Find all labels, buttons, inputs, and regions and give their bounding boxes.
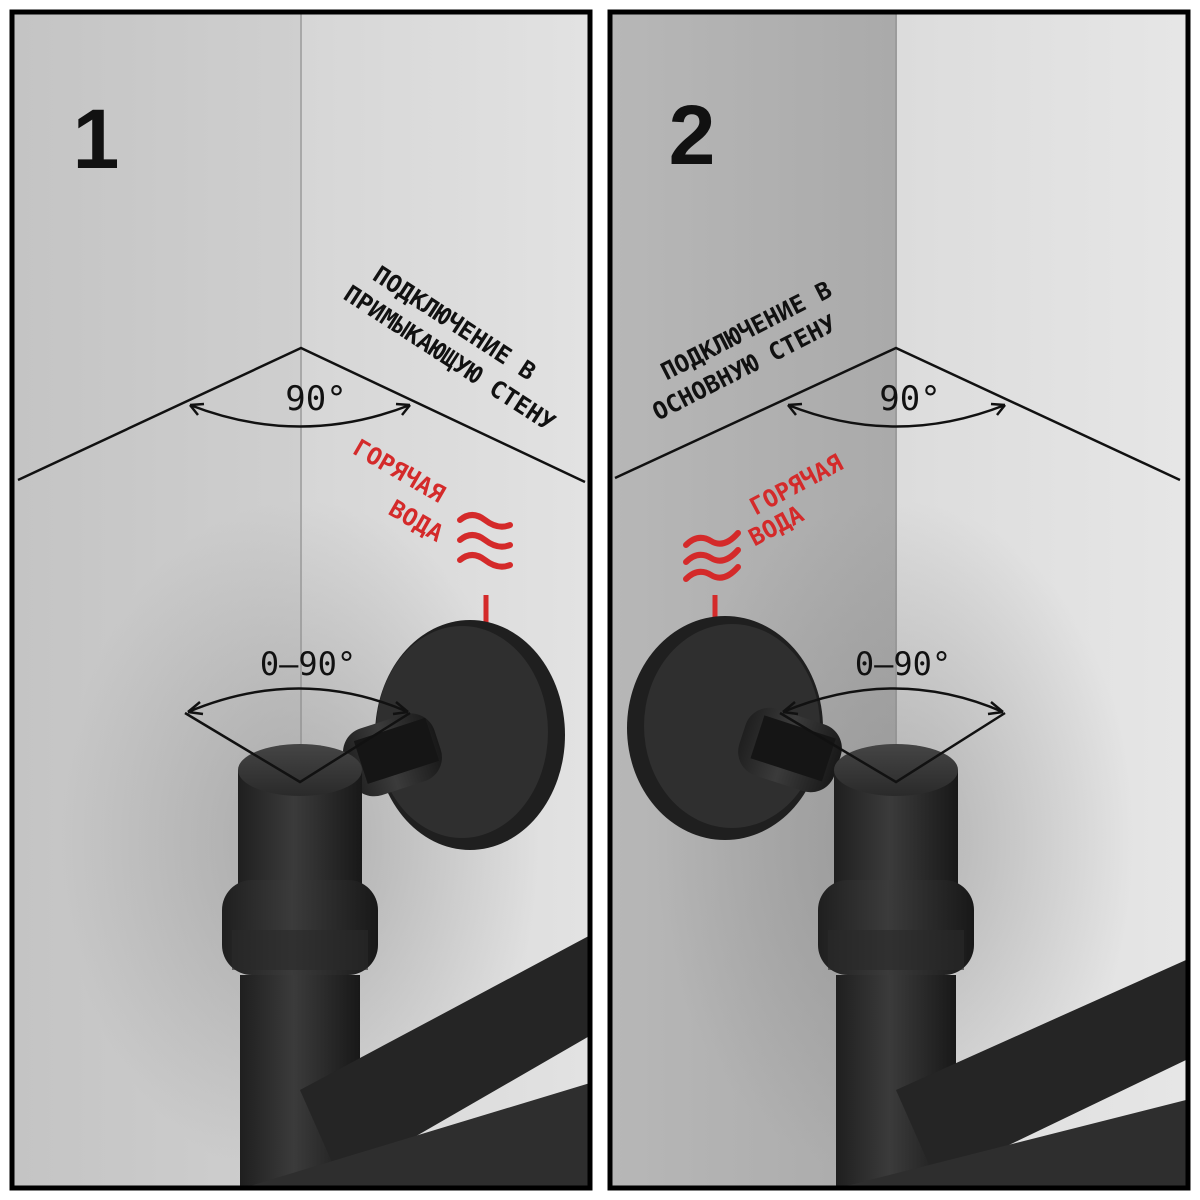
panel-2: 90° ПОДКЛЮЧЕНИЕ В ОСНОВНУЮ СТЕНУ ГОРЯЧАЯ… — [612, 14, 1186, 1186]
angle-valve-fitting — [222, 620, 588, 1186]
corner-angle-icon — [17, 346, 586, 484]
panel-2-frame — [607, 9, 1191, 1191]
rotation-range-label: 0–90° — [260, 645, 356, 683]
corner-angle-label: 90° — [879, 379, 940, 419]
heat-waves-icon — [683, 530, 741, 582]
rotation-arc-icon — [779, 687, 1006, 784]
rotation-arc-icon — [184, 687, 411, 784]
corner-angle-icon — [614, 346, 1181, 482]
panel-number: 1 — [73, 92, 120, 186]
rotation-range-label: 0–90° — [855, 645, 951, 683]
panel-number: 2 — [669, 88, 716, 182]
panel-1: 90° ПОДКЛЮЧЕНИЕ В ПРИМЫКАЮЩУЮ СТЕНУ ГОРЯ… — [14, 14, 588, 1186]
panel-1-frame — [9, 9, 593, 1191]
corner-angle-label: 90° — [285, 379, 346, 419]
angle-valve-fitting — [627, 616, 1186, 1186]
heat-waves-icon — [457, 512, 513, 570]
